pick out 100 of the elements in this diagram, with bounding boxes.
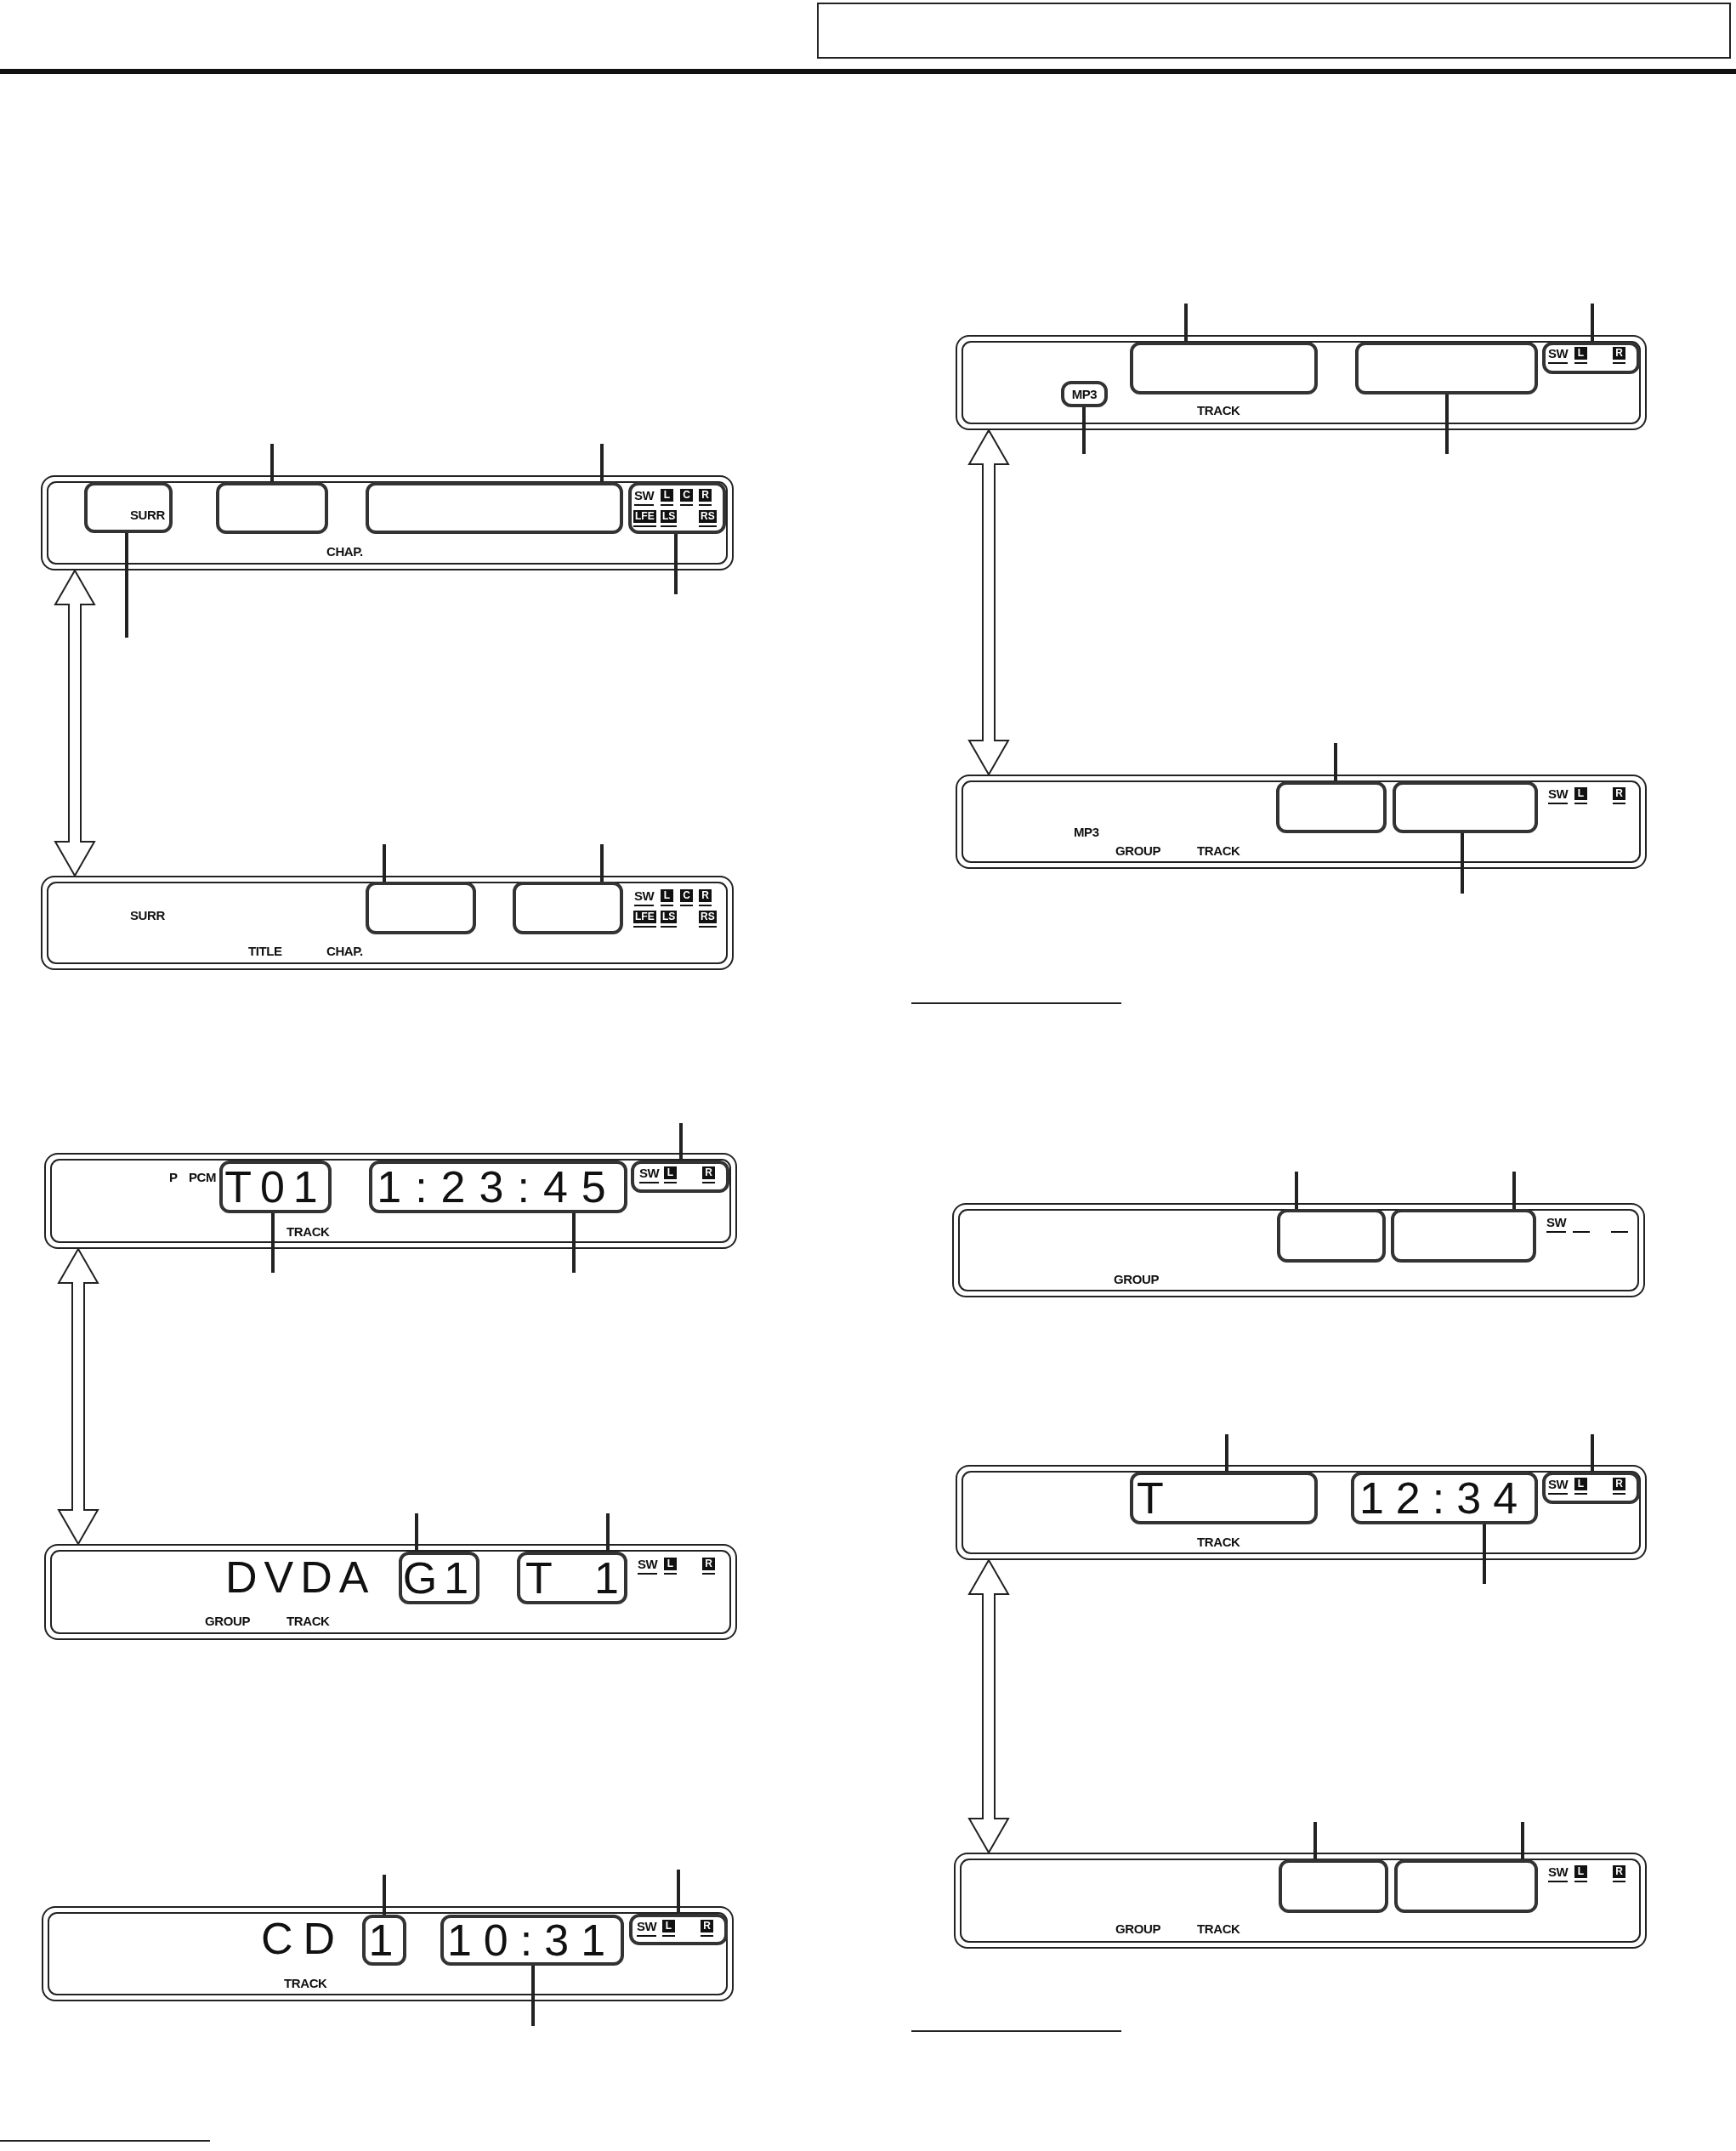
display-readout: T	[1137, 1476, 1172, 1520]
highlight-frame	[1542, 1472, 1640, 1504]
highlight-frame	[1130, 1472, 1318, 1524]
highlight-frame	[440, 1915, 624, 1966]
display-label: GROUP	[1115, 1921, 1160, 1937]
display-label: MP3	[1071, 386, 1098, 402]
channel-indicator: SW	[634, 489, 655, 506]
leader-line	[1082, 407, 1086, 454]
display-label: TRACK	[286, 1614, 330, 1629]
highlight-frame	[366, 482, 623, 534]
display-readout: T01	[224, 1165, 326, 1209]
channel-indicator: SW	[1548, 787, 1569, 804]
leader-line	[1461, 833, 1464, 894]
highlight-frame	[219, 1161, 332, 1213]
channel-indicator: R	[699, 889, 712, 906]
channel-indicator: LS	[661, 911, 678, 928]
display-panel	[956, 335, 1647, 430]
display-readout: CD	[261, 1916, 346, 1961]
display-panel	[44, 1153, 737, 1249]
display-label: TRACK	[286, 1224, 330, 1240]
display-panel	[41, 475, 734, 570]
channel-indicator: C	[680, 889, 693, 906]
double-arrow	[967, 1558, 1010, 1854]
display-readout: 1:23:45	[377, 1165, 620, 1209]
channel-indicator: RS	[699, 510, 717, 527]
double-arrow	[967, 428, 1010, 776]
leader-line	[1483, 1524, 1486, 1584]
highlight-frame	[1542, 342, 1640, 374]
display-readout: T 1	[525, 1556, 620, 1600]
channel-indicator: LS	[661, 510, 678, 527]
channel-indicator: L	[664, 1166, 677, 1183]
display-readout: DVDA	[225, 1555, 376, 1599]
display-panel	[44, 1544, 737, 1640]
display-panel	[956, 775, 1647, 869]
highlight-frame	[84, 482, 173, 533]
leader-line	[270, 444, 274, 482]
channel-indicator: R	[1613, 1865, 1625, 1882]
display-label: P	[169, 1170, 178, 1185]
leader-line	[1521, 1822, 1524, 1859]
channel-indicator: RS	[699, 911, 717, 928]
leader-line	[679, 1123, 683, 1161]
display-label: TRACK	[1197, 403, 1240, 418]
leader-line	[1591, 304, 1594, 342]
channel-indicator: C	[680, 489, 693, 506]
leader-line	[1591, 1434, 1594, 1472]
display-label: MP3	[1074, 825, 1099, 840]
display-panel	[42, 1906, 734, 2001]
highlight-frame	[631, 1161, 729, 1193]
highlight-frame	[362, 1915, 406, 1966]
display-readout: 12:34	[1359, 1476, 1530, 1520]
display-label: TRACK	[1197, 1921, 1240, 1937]
highlight-frame	[629, 1914, 728, 1945]
channel-indicator: LFE	[633, 510, 656, 527]
leader-line	[677, 1870, 680, 1914]
leader-line	[125, 533, 128, 638]
leader-line	[1445, 394, 1449, 454]
leader-line	[383, 844, 386, 882]
double-arrow	[54, 569, 96, 877]
leader-line	[1225, 1434, 1228, 1472]
display-readout: G1	[402, 1556, 476, 1600]
channel-indicator: R	[699, 489, 712, 506]
highlight-frame	[1393, 781, 1538, 833]
channel-indicator: R	[1613, 1478, 1625, 1495]
display-label: TITLE	[248, 944, 282, 959]
highlight-frame	[1276, 781, 1387, 833]
channel-indicator: L	[1574, 787, 1587, 804]
display-readout: 1	[368, 1918, 400, 1962]
display-label: CHAP.	[326, 944, 363, 959]
display-readout: 10:31	[446, 1918, 618, 1962]
leader-line	[606, 1513, 610, 1552]
leader-line	[1313, 1822, 1317, 1859]
channel-indicator: SW	[639, 1166, 660, 1183]
channel-indicator: L	[661, 489, 673, 506]
display-label: PCM	[189, 1170, 217, 1185]
leader-line	[572, 1213, 576, 1273]
leader-line	[600, 844, 604, 882]
leader-line	[271, 1213, 275, 1273]
leader-line	[531, 1966, 535, 2026]
channel-indicator: SW	[638, 1558, 658, 1575]
leader-line	[600, 444, 604, 482]
channel-indicator: SW	[634, 889, 655, 906]
channel-indicator: L	[662, 1920, 675, 1937]
double-arrow	[57, 1247, 99, 1546]
display-label: TRACK	[1197, 1535, 1240, 1550]
highlight-frame	[1394, 1859, 1538, 1913]
display-label: TRACK	[1197, 843, 1240, 859]
channel-indicator: SW	[1548, 347, 1569, 364]
channel-indicator: L	[661, 889, 673, 906]
channel-indicator: R	[1613, 347, 1625, 364]
display-label: CHAP.	[326, 544, 363, 559]
highlight-frame	[1351, 1472, 1538, 1524]
channel-indicator: R	[702, 1166, 715, 1183]
leader-line	[1184, 304, 1188, 342]
leader-line	[674, 534, 678, 594]
channel-indicator: LFE	[633, 911, 656, 928]
display-panel	[954, 1853, 1647, 1949]
highlight-frame	[366, 882, 476, 934]
display-label: GROUP	[1114, 1272, 1159, 1287]
leader-line	[1512, 1172, 1516, 1209]
leader-line	[1295, 1172, 1298, 1209]
